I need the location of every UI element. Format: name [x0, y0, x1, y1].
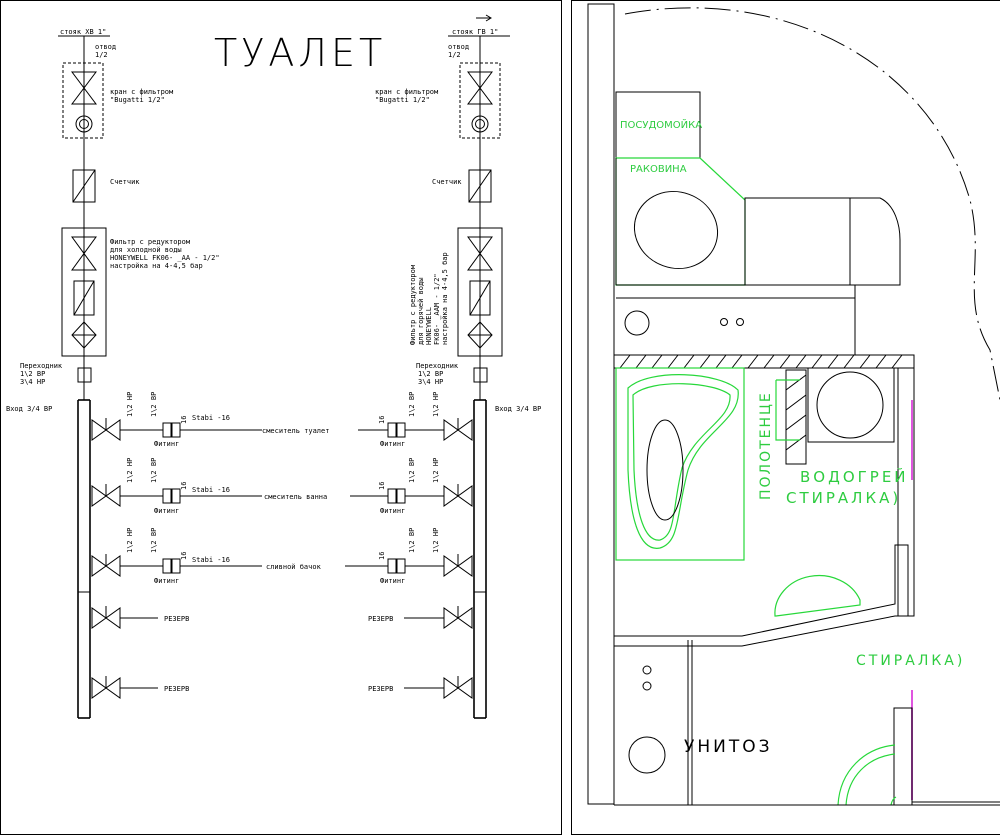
svg-text:СТИРАЛКА): СТИРАЛКА) — [856, 653, 965, 669]
svg-text:для горячей воды: для горячей воды — [417, 278, 425, 345]
svg-text:УНИТОЗ: УНИТОЗ — [684, 737, 773, 757]
svg-text:Фитинг: Фитинг — [154, 440, 179, 448]
svg-text:Фильтр с редуктором: Фильтр с редуктором — [110, 238, 191, 246]
svg-text:16: 16 — [180, 552, 188, 560]
svg-text:Фитинг: Фитинг — [380, 440, 405, 448]
hot-ball-valve-icon — [467, 71, 493, 105]
svg-text:1\2 ВР: 1\2 ВР — [408, 458, 416, 483]
svg-text:отвод: отвод — [95, 43, 116, 51]
hot-water-column: стояк ГВ 1" отвод 1/2 кран с фильтром "B… — [375, 14, 541, 719]
svg-text:Stabi -16: Stabi -16 — [192, 556, 230, 564]
svg-text:настройка на 4-4,5 бар: настройка на 4-4,5 бар — [110, 262, 203, 270]
svg-text:16: 16 — [378, 482, 386, 490]
cold-adapter-icon — [77, 367, 92, 383]
consumer-row-3: сливной бачок Stabi -16 Фитинг Фитинг 1\… — [91, 528, 473, 585]
svg-text:ПОЛОТЕНЦЕ: ПОЛОТЕНЦЕ — [758, 391, 774, 500]
svg-text:1\2 НР: 1\2 НР — [126, 528, 134, 553]
svg-text:Переходник: Переходник — [20, 362, 63, 370]
plan-arc — [624, 7, 1000, 401]
svg-text:16: 16 — [378, 416, 386, 424]
svg-text:1/2: 1/2 — [448, 51, 461, 59]
svg-text:1\2 ВР: 1\2 ВР — [418, 370, 443, 378]
svg-text:1\2 НР: 1\2 НР — [126, 392, 134, 417]
svg-text:Счетчик: Счетчик — [110, 178, 140, 186]
svg-text:16: 16 — [378, 552, 386, 560]
svg-text:смеситель туалет: смеситель туалет — [262, 427, 329, 435]
svg-text:1\2 ВР: 1\2 ВР — [408, 392, 416, 417]
svg-text:Фильтр с редуктором: Фильтр с редуктором — [409, 264, 417, 345]
svg-text:отвод: отвод — [448, 43, 469, 51]
svg-text:Вход 3/4 ВР: Вход 3/4 ВР — [6, 405, 52, 413]
reserve-row-1: РЕЗЕРВ РЕЗЕРВ — [91, 606, 473, 629]
cold-ball-valve-icon — [71, 71, 97, 105]
svg-text:1\2 ВР: 1\2 ВР — [150, 392, 158, 417]
consumer-row-1: смеситель туалет Stabi -16 Фитинг Фитинг… — [91, 392, 473, 448]
svg-text:1\2 НР: 1\2 НР — [432, 528, 440, 553]
toilet-door-swing — [837, 744, 896, 806]
reserve-row-2: РЕЗЕРВ РЕЗЕРВ — [91, 676, 473, 699]
door-swing — [774, 575, 861, 617]
svg-text:РЕЗЕРВ: РЕЗЕРВ — [368, 685, 393, 693]
svg-text:Фитинг: Фитинг — [154, 507, 179, 515]
svg-text:сливной бачок: сливной бачок — [266, 563, 322, 571]
svg-text:Фитинг: Фитинг — [154, 577, 179, 585]
svg-text:FK06- _AAM - 1/2": FK06- _AAM - 1/2" — [433, 273, 441, 345]
svg-text:смеситель ванна: смеситель ванна — [264, 493, 327, 501]
svg-text:3\4 НР: 3\4 НР — [418, 378, 443, 386]
svg-text:1\2 ВР: 1\2 ВР — [150, 528, 158, 553]
plan-frame — [571, 0, 1000, 835]
svg-text:ВОДОГРЕЙ: ВОДОГРЕЙ — [800, 467, 909, 486]
hot-meter-icon — [468, 169, 492, 203]
svg-text:1\2 НР: 1\2 НР — [432, 458, 440, 483]
svg-text:РАКОВИНА: РАКОВИНА — [630, 164, 687, 175]
svg-text:ПОСУДОМОЙКА: ПОСУДОМОЙКА — [620, 118, 702, 131]
hot-riser-label: стояк ГВ 1" — [452, 28, 498, 36]
scheme-frame — [0, 0, 562, 835]
svg-text:1\2 ВР: 1\2 ВР — [408, 528, 416, 553]
svg-text:1\2 НР: 1\2 НР — [432, 392, 440, 417]
toilet-bowl — [628, 736, 666, 774]
svg-text:1\2 ВР: 1\2 ВР — [150, 458, 158, 483]
consumer-row-2: смеситель ванна Stabi -16 Фитинг Фитинг … — [91, 458, 473, 515]
svg-text:3\4 НР: 3\4 НР — [20, 378, 45, 386]
svg-text:настройка на 4-4,5 бар: настройка на 4-4,5 бар — [441, 252, 449, 345]
svg-text:Stabi -16: Stabi -16 — [192, 414, 230, 422]
svg-text:СТИРАЛКА): СТИРАЛКА) — [786, 489, 901, 507]
plan-left-wall — [587, 3, 615, 805]
svg-text:1\2 ВР: 1\2 ВР — [20, 370, 45, 378]
svg-text:Счетчик: Счетчик — [432, 178, 462, 186]
arrow-right-icon — [476, 14, 492, 22]
svg-text:16: 16 — [180, 482, 188, 490]
svg-text:Stabi -16: Stabi -16 — [192, 486, 230, 494]
svg-text:кран с фильтром: кран с фильтром — [375, 88, 439, 96]
bathtub — [615, 367, 745, 561]
svg-text:1/2: 1/2 — [95, 51, 108, 59]
svg-text:РЕЗЕРВ: РЕЗЕРВ — [164, 685, 189, 693]
svg-text:Фитинг: Фитинг — [380, 507, 405, 515]
svg-text:"Bugatti 1/2": "Bugatti 1/2" — [375, 96, 430, 104]
svg-text:1\2 НР: 1\2 НР — [126, 458, 134, 483]
tub-drain — [646, 419, 684, 521]
hot-adapter-icon — [473, 367, 488, 383]
svg-text:16: 16 — [180, 416, 188, 424]
cold-riser-label: стояк ХВ 1" — [60, 28, 106, 36]
svg-text:для холодной воды: для холодной воды — [110, 246, 182, 254]
cold-water-column: стояк ХВ 1" отвод 1/2 кран с фильтром "B… — [6, 28, 220, 719]
svg-text:РЕЗЕРВ: РЕЗЕРВ — [368, 615, 393, 623]
svg-text:Вход 3/4 ВР: Вход 3/4 ВР — [495, 405, 541, 413]
svg-text:"Bugatti 1/2": "Bugatti 1/2" — [110, 96, 165, 104]
water-heater — [807, 367, 895, 443]
svg-text:HONEYWELL: HONEYWELL — [425, 307, 433, 345]
svg-text:кран с фильтром: кран с фильтром — [110, 88, 174, 96]
svg-text:Фитинг: Фитинг — [380, 577, 405, 585]
cold-meter-icon — [72, 169, 96, 203]
scheme-title: ТУАЛЕТ — [214, 31, 386, 75]
svg-text:Переходник: Переходник — [416, 362, 459, 370]
sink-bowl — [633, 191, 719, 269]
svg-text:HONEYWELL FK06- _AA - 1/2": HONEYWELL FK06- _AA - 1/2" — [110, 254, 220, 262]
svg-text:РЕЗЕРВ: РЕЗЕРВ — [164, 615, 189, 623]
